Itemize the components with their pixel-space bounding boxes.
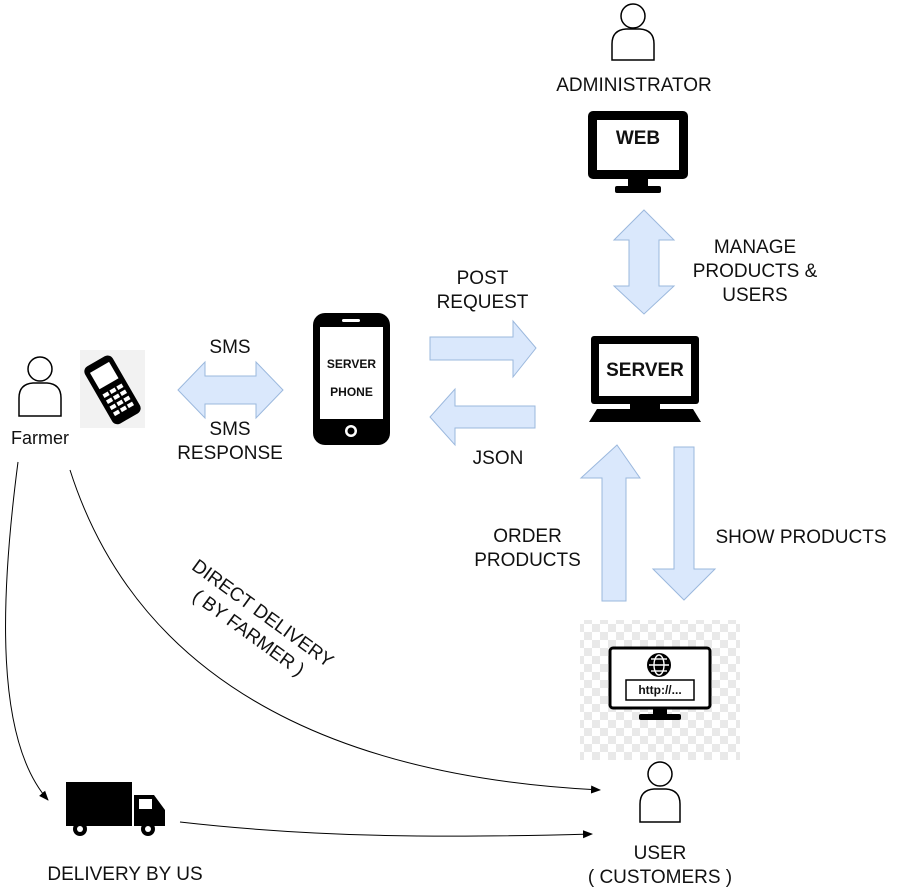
post-request-line1: POST (456, 268, 509, 289)
server-phone-line2: PHONE (330, 385, 373, 399)
manage-label: MANAGE PRODUCTS & USERS (685, 236, 825, 308)
manage-label-line1: MANAGE (713, 237, 797, 258)
administrator-person-icon (611, 3, 655, 61)
farmer-to-truck-connector (5, 461, 49, 801)
truck-to-user-connector (179, 821, 593, 839)
order-products-line2: PRODUCTS (474, 550, 581, 571)
sms-response-label: SMS RESPONSE (165, 418, 295, 466)
administrator-label: ADMINISTRATOR (556, 75, 712, 96)
server-monitor-icon (589, 336, 701, 422)
post-request-arrow (429, 319, 537, 379)
farmer-person-icon (18, 356, 62, 417)
sms-label: SMS (209, 337, 251, 358)
json-label: JSON (472, 448, 524, 469)
show-products-arrow (651, 446, 717, 601)
server-phone-line1: SERVER (326, 357, 377, 371)
post-request-line2: REQUEST (436, 292, 529, 313)
user-label-line2: ( CUSTOMERS ) (587, 867, 733, 888)
web-label: WEB (615, 128, 661, 149)
order-products-arrow (579, 444, 641, 602)
user-label-line1: USER (633, 843, 687, 864)
browser-url-label: http://... (638, 683, 682, 697)
sms-response-line1: SMS (209, 419, 251, 440)
json-arrow (429, 387, 536, 447)
web-monitor-icon (588, 111, 688, 193)
manage-label-line3: USERS (722, 285, 788, 306)
server-phone-icon (313, 313, 390, 445)
delivery-truck-icon (66, 782, 165, 836)
user-person-icon (639, 761, 681, 823)
direct-delivery-connector (69, 469, 601, 794)
mobile-phone-icon (80, 350, 145, 428)
sms-response-line2: RESPONSE (177, 443, 283, 464)
sms-double-arrow (177, 360, 284, 420)
show-products-label: SHOW PRODUCTS (715, 527, 887, 548)
manage-double-arrow (612, 209, 676, 315)
delivery-by-us-label: DELIVERY BY US (47, 864, 203, 885)
post-request-label: POST REQUEST (420, 267, 545, 315)
order-products-label: ORDER PRODUCTS (460, 525, 595, 573)
server-label: SERVER (606, 360, 684, 381)
server-phone-label: SERVER PHONE (320, 350, 383, 406)
user-label: USER ( CUSTOMERS ) (570, 842, 750, 890)
manage-label-line2: PRODUCTS & (692, 261, 818, 282)
browser-icon (580, 620, 740, 760)
farmer-label: Farmer (11, 428, 69, 448)
order-products-line1: ORDER (493, 526, 562, 547)
